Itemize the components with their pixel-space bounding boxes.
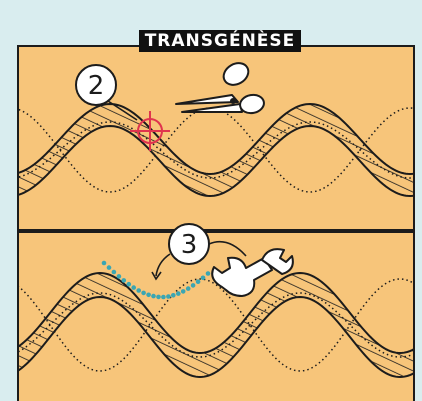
gene-dot [176, 291, 181, 296]
gene-dot [112, 270, 117, 275]
gene-dot [186, 286, 191, 291]
step-3-number: 3 [181, 230, 198, 260]
gene-dot [102, 261, 107, 266]
gene-dot [171, 293, 176, 298]
gene-dot [136, 288, 141, 293]
gene-dot [191, 283, 196, 288]
step-2-number: 2 [88, 71, 105, 101]
gene-dot [131, 285, 136, 290]
gene-dot [141, 291, 146, 296]
gene-dot [201, 276, 206, 281]
gene-dot [206, 271, 211, 276]
gene-dot [161, 295, 166, 300]
gene-dot [117, 274, 122, 279]
gene-dot [146, 293, 151, 298]
gene-dot [196, 279, 201, 284]
gene-dot [122, 278, 127, 283]
page-title: TRANSGÉNÈSE [139, 30, 302, 52]
gene-dot [127, 282, 132, 287]
gene-dot [107, 265, 112, 270]
gene-dot [151, 294, 156, 299]
bottom-panel [18, 232, 414, 401]
gene-dot [166, 294, 171, 299]
gene-dot [156, 295, 161, 300]
gene-dot [181, 289, 186, 294]
